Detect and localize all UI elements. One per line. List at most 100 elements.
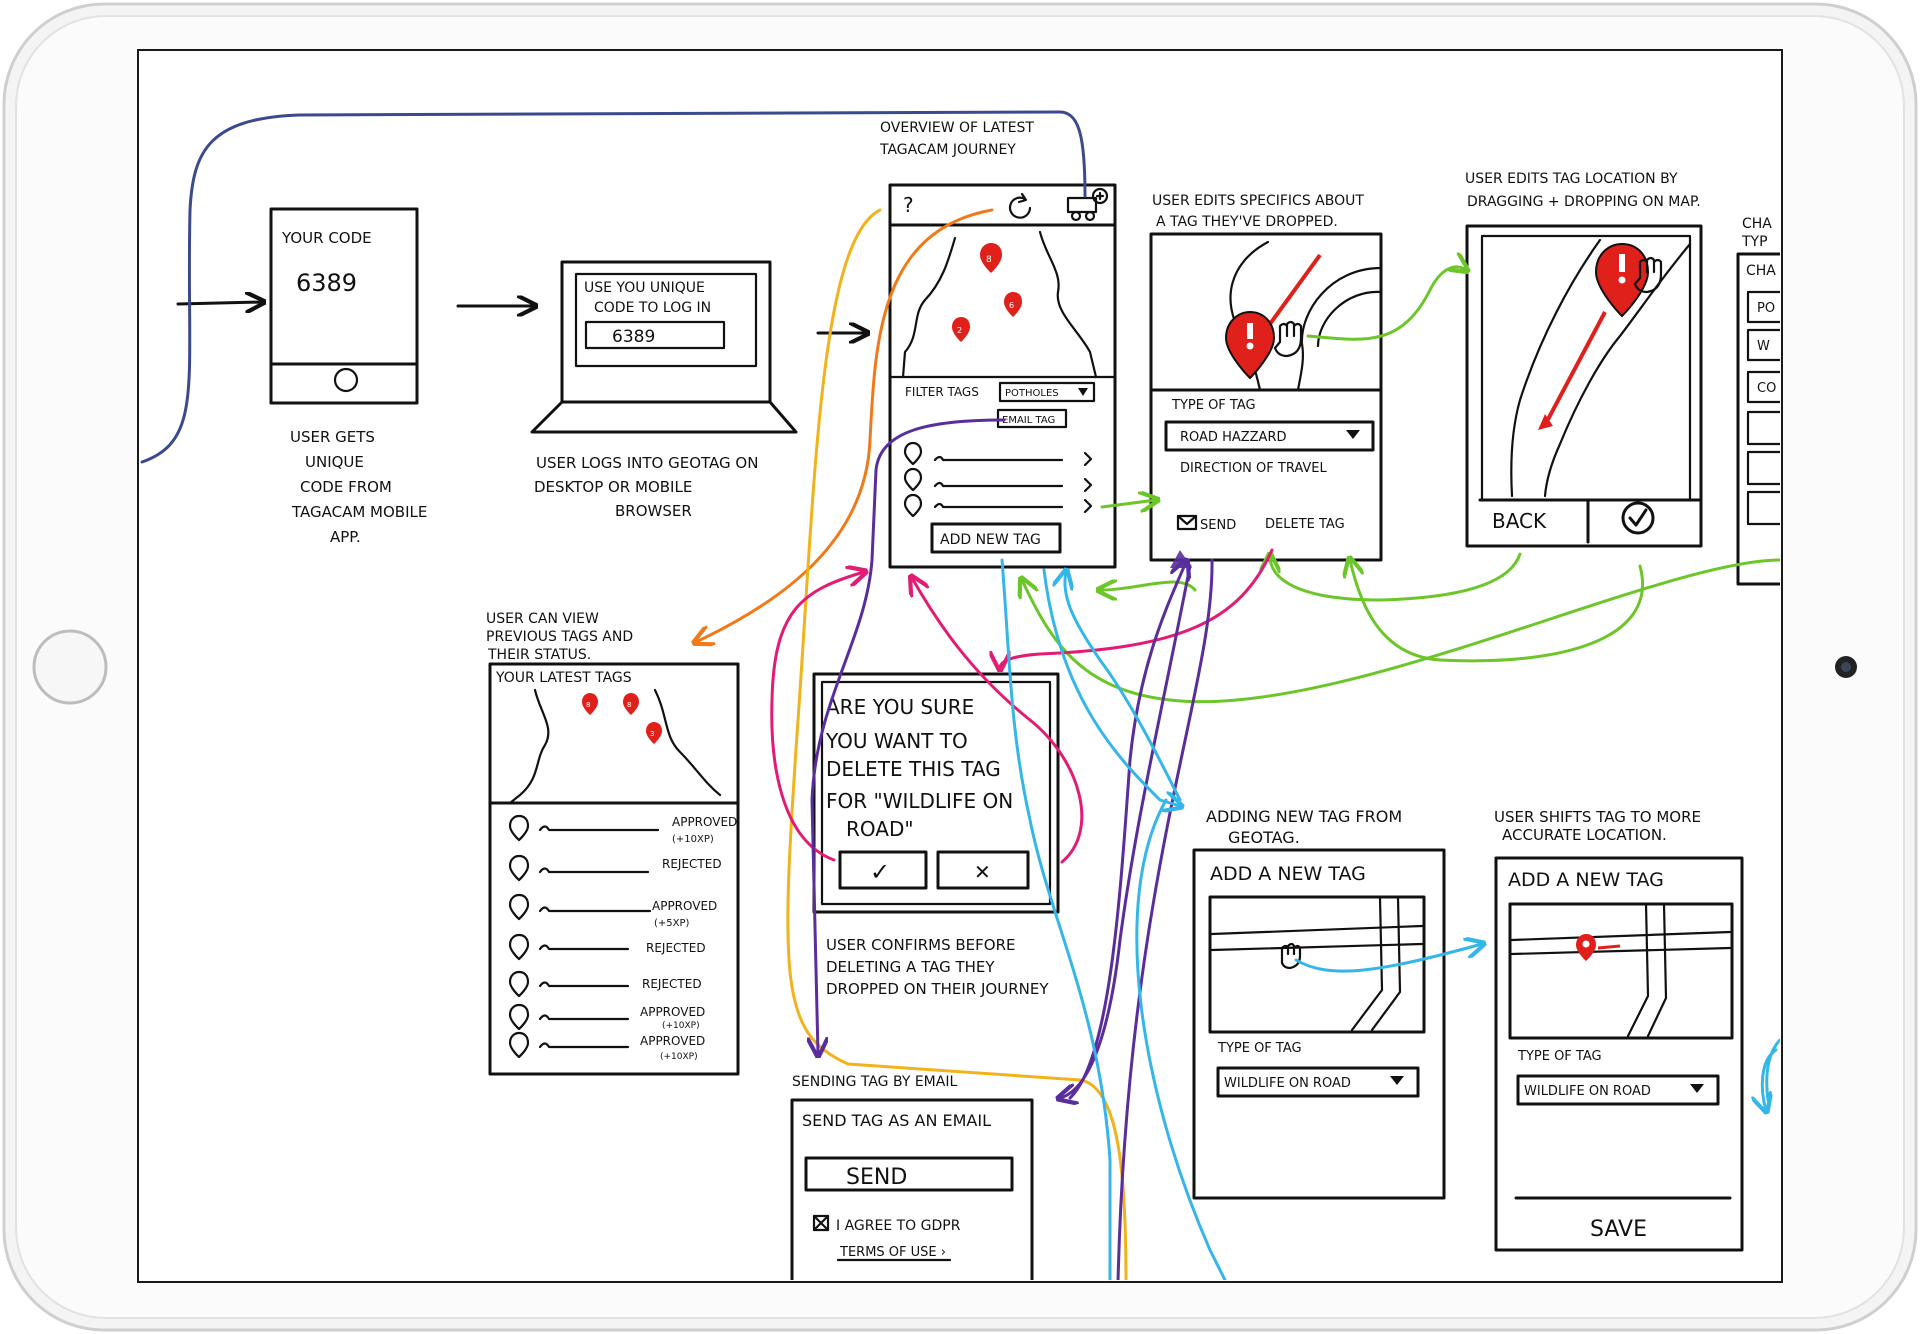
latest-tags-pin-group: 8 8 3: [582, 693, 662, 744]
cancel-delete-button[interactable]: ✕: [936, 850, 1030, 890]
partial-row: PO: [1757, 301, 1775, 316]
edit-location-screen: USER EDITS TAG LOCATION BY DRAGGING + DR…: [1465, 171, 1703, 548]
direction-of-travel-label: DIRECTION OF TRAVEL: [1180, 461, 1327, 476]
status-row[interactable]: REJECTED: [508, 970, 702, 998]
terms-link[interactable]: TERMS OF USE ›: [839, 1245, 946, 1260]
gdpr-label: I AGREE TO GDPR: [836, 1218, 961, 1234]
status-label: APPROVED: [672, 815, 737, 829]
status-row[interactable]: APPROVED (+10XP): [508, 1031, 705, 1062]
overview-screen: OVERVIEW OF LATEST TAGACAM JOURNEY ? 8 6: [879, 120, 1117, 569]
partial-right-screen: CHA TYP CHA PO W CO: [1736, 216, 1780, 586]
add-type-dropdown[interactable]: WILDLIFE ON ROAD: [1216, 1066, 1420, 1098]
confirm-delete-button[interactable]: ✓: [838, 850, 928, 890]
filter-tags-label: FILTER TAGS: [905, 385, 979, 399]
partial-row: CO: [1757, 381, 1776, 396]
caption-line: USER SHIFTS TAG TO MORE: [1494, 808, 1701, 826]
latest-tags-screen: USER CAN VIEW PREVIOUS TAGS AND THEIR ST…: [486, 611, 740, 1076]
flow-cyan: [1135, 798, 1227, 1280]
caption-line: THEIR STATUS.: [487, 647, 591, 663]
flow-magenta: [912, 578, 1084, 864]
caption-line: PREVIOUS TAGS AND: [486, 629, 633, 645]
help-icon: ?: [903, 193, 914, 217]
flow-cyan: [1000, 558, 1112, 1280]
delete-confirm-screen: ARE YOU SURE YOU WANT TO DELETE THIS TAG…: [812, 672, 1060, 998]
caption-line: UNIQUE: [305, 453, 364, 471]
caption-line: DRAGGING + DROPPING ON MAP.: [1467, 194, 1701, 210]
overview-pin-group: 8 6 2: [952, 243, 1022, 342]
purple-arrowhead: [1170, 550, 1192, 568]
refresh-icon: [1008, 192, 1032, 219]
send-button[interactable]: SEND: [1176, 514, 1236, 533]
status-label: APPROVED: [640, 1005, 705, 1019]
email-tag-button[interactable]: EMAIL TAG: [996, 408, 1068, 429]
cancel-glyph: ✕: [974, 860, 991, 884]
add-new-tag-button[interactable]: ADD NEW TAG: [930, 522, 1062, 554]
delete-tag-button[interactable]: DELETE TAG: [1265, 517, 1345, 532]
partial-row: W: [1757, 339, 1770, 354]
caption-line: TYP: [1741, 234, 1768, 250]
code-value: 6389: [296, 269, 357, 297]
caption-line: CODE FROM: [300, 478, 392, 496]
login-prompt-line: USE YOU UNIQUE: [584, 280, 705, 296]
flow-purple: [812, 418, 1006, 1054]
code-input-sketch: [584, 320, 726, 350]
laptop-login-screen: USE YOU UNIQUE CODE TO LOG IN 6389 USER …: [530, 260, 798, 520]
caption-line: GEOTAG.: [1228, 828, 1300, 847]
send-email-button[interactable]: SEND: [804, 1156, 1014, 1192]
caption-line: USER GETS: [290, 428, 375, 446]
status-xp: (+5XP): [654, 918, 690, 929]
status-label: REJECTED: [646, 941, 706, 955]
home-button[interactable]: [32, 629, 108, 705]
confirm-message-line: DELETE THIS TAG: [826, 757, 1001, 781]
check-circle-icon[interactable]: [1621, 501, 1655, 535]
type-of-tag-label: TYPE OF TAG: [1171, 398, 1256, 413]
send-email-label: SEND: [846, 1165, 907, 1190]
back-button[interactable]: BACK: [1492, 509, 1547, 533]
tag-type-value: ROAD HAZZARD: [1180, 430, 1287, 445]
caption-line: USER EDITS TAG LOCATION BY: [1465, 171, 1678, 187]
status-row[interactable]: APPROVED (+10XP): [508, 1003, 705, 1031]
caption-line: ACCURATE LOCATION.: [1502, 826, 1667, 844]
shift-type-value: WILDLIFE ON ROAD: [1524, 1084, 1651, 1099]
status-row[interactable]: REJECTED: [508, 854, 722, 882]
status-row[interactable]: APPROVED (+10XP): [508, 814, 737, 845]
status-row[interactable]: REJECTED: [508, 933, 706, 961]
add-tag-title: ADD A NEW TAG: [1210, 863, 1366, 885]
login-code-value: 6389: [612, 327, 655, 347]
confirm-message-line: FOR "WILDLIFE ON: [826, 789, 1013, 813]
save-button[interactable]: SAVE: [1590, 1217, 1647, 1242]
pin-number: 2: [957, 326, 962, 335]
shift-type-dropdown[interactable]: WILDLIFE ON ROAD: [1516, 1074, 1720, 1106]
status-label: REJECTED: [642, 977, 702, 991]
flow-green: [1100, 582, 1197, 590]
caption-line: APP.: [330, 528, 361, 546]
email-tag-label: EMAIL TAG: [1002, 415, 1055, 426]
caption-line: CHA: [1742, 216, 1772, 232]
flow-cyan: [1765, 1038, 1780, 1102]
caption-line: ADDING NEW TAG FROM: [1206, 807, 1402, 826]
caption-line: DROPPED ON THEIR JOURNEY: [826, 980, 1049, 998]
add-type-label: TYPE OF TAG: [1217, 1041, 1302, 1056]
edit-location-map: [1510, 238, 1692, 498]
drag-pin-icon: [1224, 310, 1276, 380]
latest-tags-title: YOUR LATEST TAGS: [495, 670, 632, 686]
add-new-tag-label: ADD NEW TAG: [940, 532, 1041, 548]
pin-number: 3: [650, 730, 654, 738]
flow-arrows-black: [176, 302, 866, 333]
status-label: APPROVED: [652, 899, 717, 913]
pin-number: 8: [986, 255, 992, 265]
filter-tags-dropdown[interactable]: POTHOLES: [998, 381, 1096, 403]
flow-cyan: [1042, 568, 1180, 806]
shift-tag-screen: USER SHIFTS TAG TO MORE ACCURATE LOCATIO…: [1494, 808, 1744, 1252]
hand-cursor-icon: [1633, 256, 1663, 294]
gdpr-checkbox[interactable]: [812, 1214, 830, 1232]
status-label: REJECTED: [662, 857, 722, 871]
tag-type-dropdown[interactable]: ROAD HAZZARD: [1164, 420, 1375, 452]
flow-green: [1022, 558, 1780, 704]
caption-line: DESKTOP OR MOBILE: [534, 478, 692, 496]
add-tag-map: [1208, 895, 1426, 1034]
status-row[interactable]: APPROVED (+5XP): [508, 893, 717, 929]
pin-number: 8: [627, 701, 631, 709]
send-email-screen: SENDING TAG BY EMAIL SEND TAG AS AN EMAI…: [790, 1074, 1034, 1280]
